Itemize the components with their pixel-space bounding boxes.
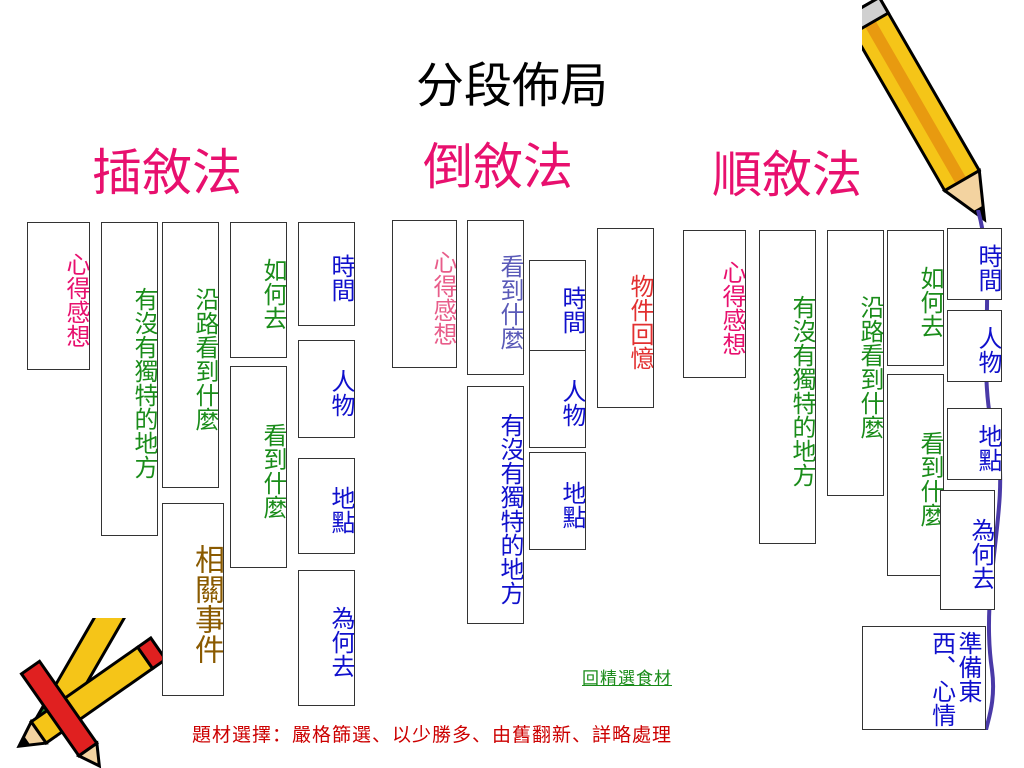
flashback-people-box: 人物 — [529, 350, 586, 448]
insert-saw-box: 看到什麼 — [230, 366, 287, 568]
sequential-how-box: 如何去 — [887, 230, 944, 366]
insert-how-box: 如何去 — [230, 222, 287, 358]
insert-place-box: 地點 — [298, 458, 355, 554]
sequential-prepare-box: 準備東西、心情 — [862, 626, 986, 730]
flashback-feeling-box: 心得感想 — [392, 220, 457, 368]
sequential-place-box: 地點 — [947, 408, 1002, 480]
sequential-time-box: 時間 — [947, 228, 1002, 300]
heading-flashback: 倒敘法 — [423, 138, 573, 196]
flashback-memory-box: 物件回憶 — [597, 228, 654, 408]
insert-why-box: 為何去 — [298, 570, 355, 706]
flashback-saw-box: 看到什麼 — [467, 220, 524, 375]
sequential-special-box: 有沒有獨特的地方 — [759, 230, 816, 544]
sequential-saw-box: 看到什麼 — [887, 374, 944, 576]
pencil-icon — [862, 0, 987, 223]
sequential-feeling-box: 心得感想 — [683, 230, 746, 378]
footer-text: 題材選擇：嚴格篩選、以少勝多、由舊翻新、詳略處理 — [192, 724, 673, 746]
flashback-place-box: 地點 — [529, 452, 586, 550]
back-to-selected-ingredients-link[interactable]: 回精選食材 — [582, 669, 672, 689]
sequential-along-box: 沿路看到什麼 — [827, 230, 884, 496]
page-title: 分段佈局 — [415, 58, 608, 114]
pencil-icon — [16, 618, 168, 768]
heading-insert: 插敘法 — [92, 144, 242, 202]
insert-feeling-box: 心得感想 — [27, 222, 90, 370]
insert-related-box: 相關事件 — [162, 503, 224, 696]
sequential-why-box: 為何去 — [940, 490, 995, 610]
flashback-time-box: 時間 — [529, 260, 586, 352]
heading-sequential: 順敘法 — [712, 146, 862, 204]
insert-people-box: 人物 — [298, 340, 355, 438]
insert-along-box: 沿路看到什麼 — [162, 222, 219, 488]
flashback-special-box: 有沒有獨特的地方 — [467, 386, 524, 624]
insert-time-box: 時間 — [298, 222, 355, 326]
insert-special-box: 有沒有獨特的地方 — [101, 222, 158, 536]
sequential-people-box: 人物 — [947, 310, 1002, 382]
